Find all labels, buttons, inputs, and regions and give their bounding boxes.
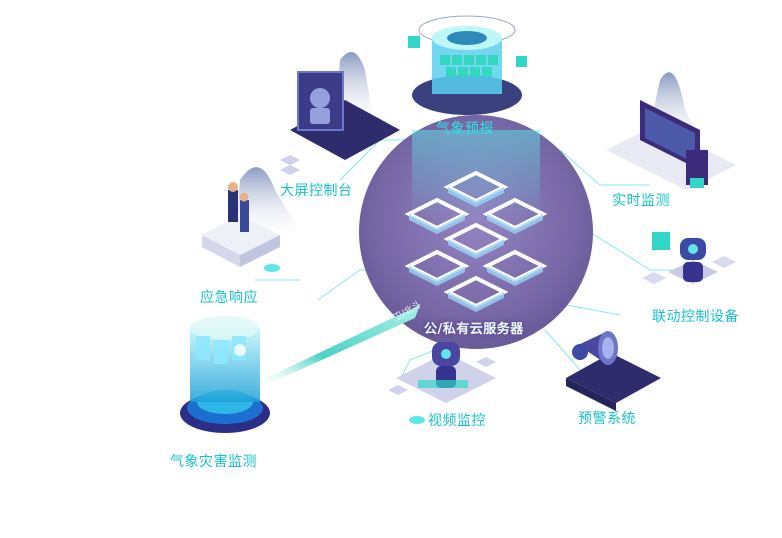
realtime-monitoring-icon xyxy=(606,72,736,190)
linked-control-devices-label: 联动控制设备 xyxy=(652,309,739,325)
realtime-monitoring-label: 实时监测 xyxy=(612,193,670,209)
video-surveillance-icon xyxy=(388,342,496,424)
meteorological-disaster-monitoring-icon xyxy=(180,316,270,433)
warning-system-label: 预警系统 xyxy=(578,411,636,427)
linked-control-devices-icon xyxy=(642,232,736,284)
emergency-response-icon xyxy=(202,167,305,272)
server-stack-icon xyxy=(404,170,548,312)
warning-system-icon xyxy=(566,331,661,411)
emergency-response-label: 应急响应 xyxy=(200,290,258,306)
weather-forecast-label: 气象预报 xyxy=(436,121,494,137)
big-screen-console-label: 大屏控制台 xyxy=(280,183,353,199)
weather-forecast-icon xyxy=(408,15,527,115)
cloud-server-label: 公/私有云服务器 xyxy=(424,322,524,337)
video-surveillance-label: 视频监控 xyxy=(428,413,486,429)
satellite-link-beam xyxy=(255,305,420,390)
big-screen-console-icon xyxy=(280,52,400,175)
meteorological-disaster-monitoring-label: 气象灾害监测 xyxy=(170,454,257,470)
